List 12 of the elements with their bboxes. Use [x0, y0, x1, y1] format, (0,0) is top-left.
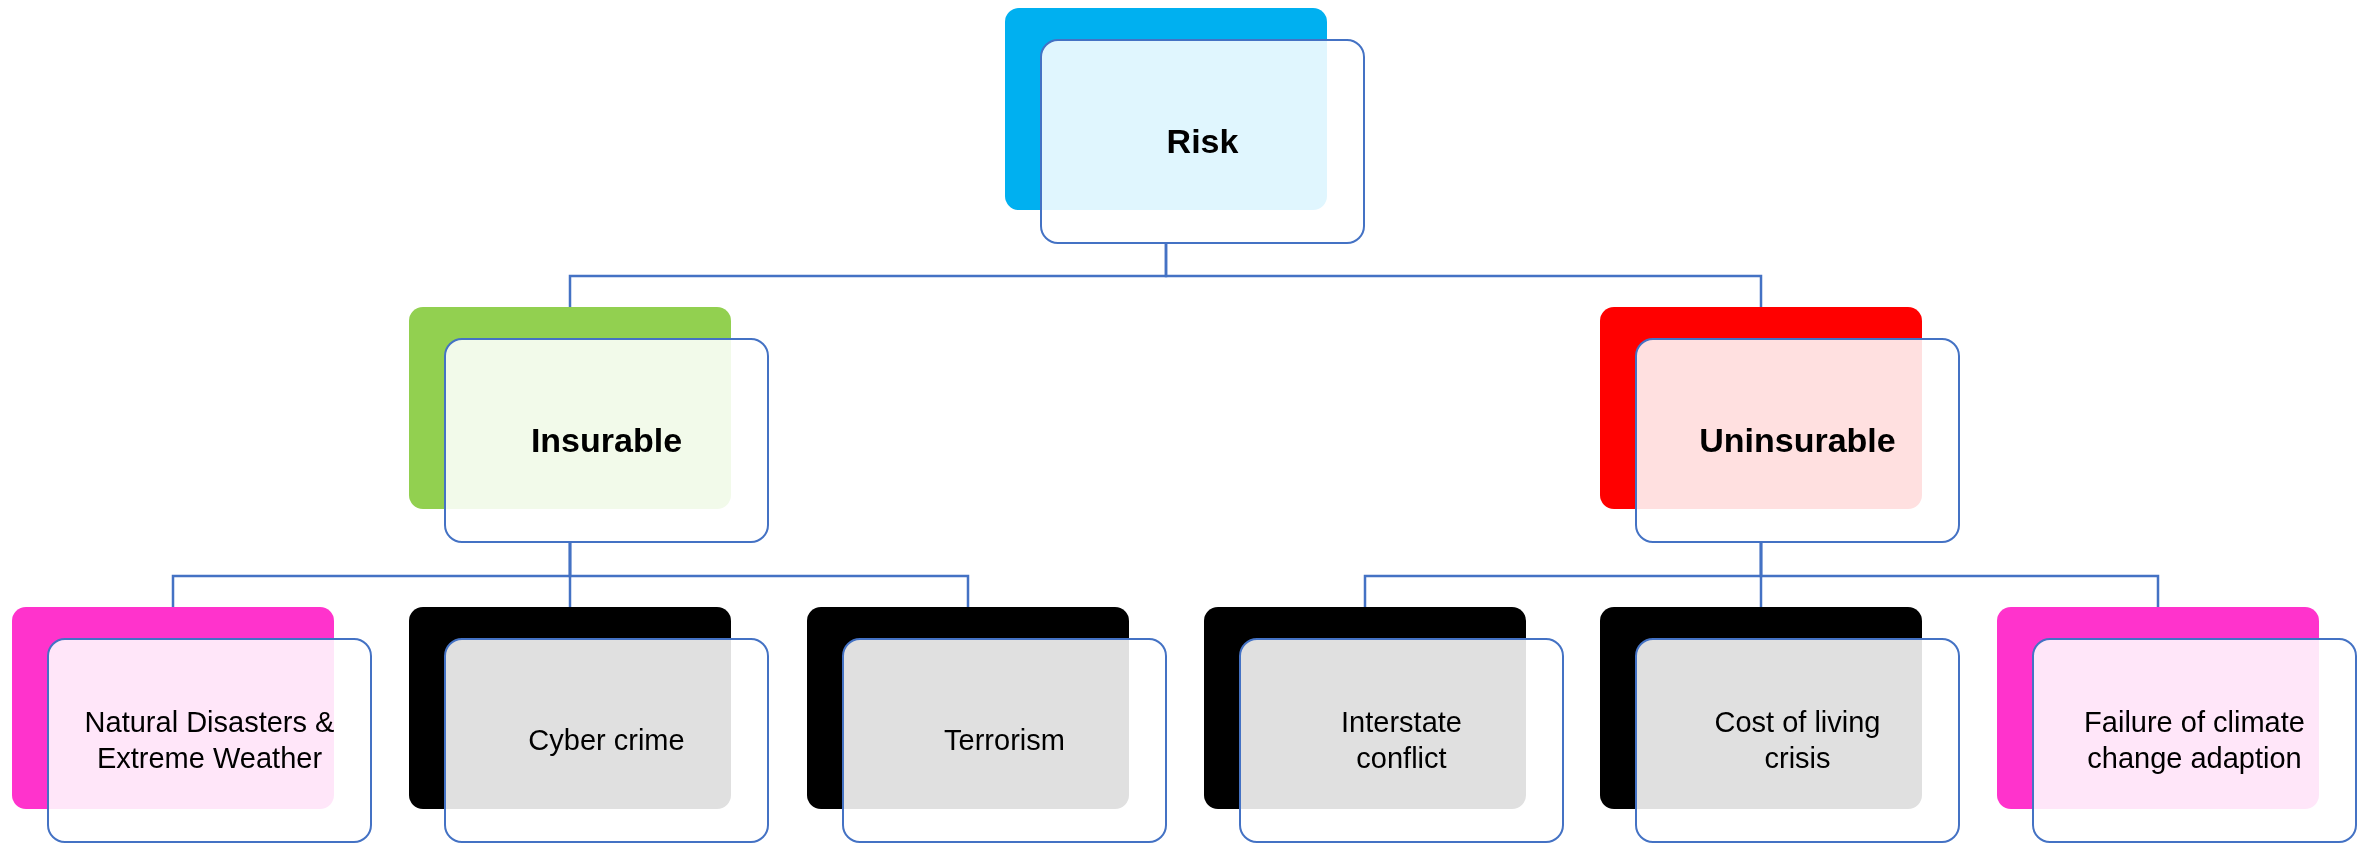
- category-label: Terrorism: [944, 722, 1065, 758]
- category-label: Cyber crime: [528, 722, 685, 758]
- connector-line: [1164, 244, 1763, 307]
- category-label: Cost of living crisis: [1713, 705, 1882, 776]
- connector-line: [1759, 543, 2160, 607]
- category-label: Interstate conflict: [1340, 705, 1463, 776]
- category-label: Failure of climate change adaption: [2083, 705, 2306, 776]
- category-label: Natural Disasters & Extreme Weather: [83, 705, 336, 776]
- category-label: Insurable: [530, 419, 683, 461]
- connector-line: [568, 543, 970, 607]
- category-label: Uninsurable: [1699, 419, 1896, 461]
- category-label: Risk: [1166, 120, 1239, 162]
